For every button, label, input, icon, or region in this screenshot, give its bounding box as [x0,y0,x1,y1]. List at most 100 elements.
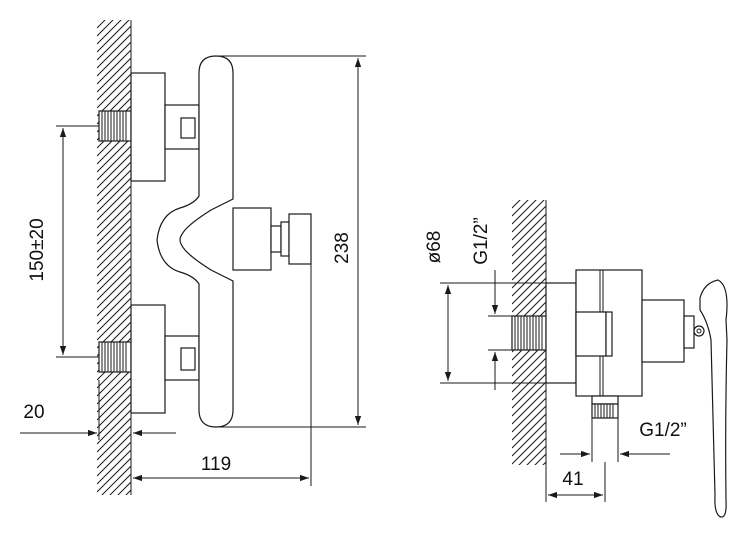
hatch-line [512,205,546,241]
hatch-line [97,20,130,53]
hatch-line [97,49,131,85]
side-outlet [591,395,619,419]
hatch-line [97,433,131,469]
dim-inlet-thread: G1/2” [471,217,512,390]
hatch-line [512,389,546,425]
hatch-line [97,393,131,429]
hatch-line [512,421,546,457]
hatch-line [97,41,131,77]
hatch-line [512,237,546,273]
lever-screw-hole [696,328,702,334]
dim-height: 238 [219,55,366,428]
hatch-line [512,269,546,305]
hatch-line [97,177,131,213]
hatch-line [512,413,546,449]
dim-outlet-thread: G1/2” [560,418,687,462]
dim-diameter: ø68 [424,231,576,384]
hatch-line [97,25,131,61]
dim-height-label: 238 [332,232,353,264]
dim-total-width-label: 119 [201,454,231,475]
mixer-body [156,55,234,428]
hatch-line [97,249,131,285]
lever-screw [693,325,705,337]
hatch-line [97,169,131,205]
hatch-line [512,494,546,528]
hatch-line [512,429,546,465]
wall-right [512,200,547,528]
hatch-line [97,377,131,413]
hatch-line [97,522,131,545]
hatch-line [512,478,546,512]
hatch-line [97,425,131,461]
dim-wall-gap: 20 [20,380,176,440]
hatch-line [97,441,131,477]
dim-depth: 41 [545,462,606,502]
hatch-line [512,200,529,217]
hatch-line [97,185,131,221]
hatch-line [97,305,131,341]
hatch-line [518,437,546,465]
front-view: 238 150±20 20 119 [20,20,366,545]
hatch-line [97,297,131,333]
hatch-line [97,385,131,421]
hatch-line [97,369,131,405]
hatch-line [97,57,131,93]
hatch-line [512,200,513,201]
hatch-line [97,20,122,45]
dim-inlet-thread-label: G1/2” [471,217,492,265]
dim-wall-gap-label: 20 [23,402,44,423]
dim-diameter-label: ø68 [424,231,445,264]
hatch-line [97,153,131,189]
hatch-line [512,261,546,297]
hatch-line [512,381,546,417]
side-body [575,269,695,397]
hatch-line [512,397,546,433]
hatch-line [542,461,546,465]
hatch-line [97,514,131,545]
dim-outlet-thread-label: G1/2” [639,420,687,441]
hatch-line [512,253,546,289]
hatch-line [97,233,131,269]
hatch-line [125,489,131,495]
hatch-line [109,473,131,495]
side-view: ø68 G1/2” G1/2” 41 [424,200,728,528]
hatch-line [97,409,131,445]
upper-wall-fitting [98,72,200,182]
outlet-connector [232,207,312,271]
hatch-line [97,281,131,317]
hatch-line [97,201,131,237]
hatch-line [97,217,131,253]
hatch-line [97,225,131,261]
inlet-thread [511,315,547,351]
hatch-line [97,209,131,245]
hatch-line [97,265,131,301]
hatch-line [512,486,546,520]
hatch-line [97,457,131,493]
hatch-line [512,221,546,257]
hatch-line [97,73,131,109]
hatch-line [97,417,131,453]
hatch-line [97,65,131,101]
hatch-line [526,445,546,465]
hatch-line [117,481,131,495]
hatch-line [97,257,131,293]
dim-total-width: 119 [130,264,312,486]
hatch-line [97,81,131,117]
hatch-line [97,193,131,229]
hatch-line [512,470,546,504]
hatch-line [97,145,131,181]
hatch-line [97,401,131,437]
hatch-line [512,229,546,265]
dim-spacing-label: 150±20 [27,218,48,281]
hatch-line [512,357,546,393]
hatch-line [97,20,98,21]
hatch-line [512,277,546,313]
wall-left [97,20,132,545]
hatch-line [97,20,106,29]
hatch-line [512,349,546,385]
hatch-line [512,200,537,225]
hatch-line [512,213,546,249]
hatch-line [97,161,131,197]
lower-wall-fitting [98,304,200,414]
